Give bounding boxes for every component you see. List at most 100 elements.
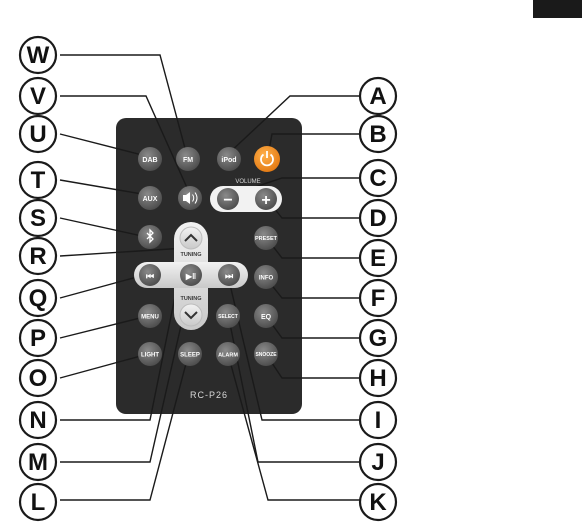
callout-u: U [18,114,58,154]
svg-text:B: B [369,121,386,148]
svg-text:T: T [31,167,46,194]
bluetooth-icon [146,228,154,244]
svg-text:J: J [371,449,384,476]
callout-d: D [358,198,398,238]
plus-icon: + [261,192,270,209]
svg-text:INFO: INFO [259,276,274,282]
callout-w: W [18,35,58,75]
volume-label: VOLUME [235,179,260,185]
svg-text:FM: FM [183,157,193,164]
svg-text:I: I [375,407,382,434]
svg-text:M: M [28,449,48,476]
svg-text:P: P [30,325,46,352]
callout-a: A [358,76,398,116]
volume-rocker: − + [210,186,282,212]
previous-button[interactable]: ⏮ [139,264,161,286]
svg-text:R: R [29,243,46,270]
speaker-mute-icon [183,192,198,204]
svg-text:AUX: AUX [143,196,158,203]
callout-t: T [18,160,58,200]
svg-text:SELECT: SELECT [218,314,238,320]
mute-button[interactable] [178,186,202,210]
svg-text:LIGHT: LIGHT [141,353,159,359]
eq-button[interactable]: EQ [254,304,278,328]
svg-text:PRESET: PRESET [255,236,278,242]
tuning-label-top: TUNING [180,252,201,258]
svg-text:C: C [369,165,386,192]
preset-button[interactable]: PRESET [254,226,278,250]
svg-text:ALARM: ALARM [218,353,238,359]
svg-text:SNOOZE: SNOOZE [255,352,277,358]
callout-c: C [358,158,398,198]
callout-b: B [358,114,398,154]
callout-j: J [358,442,398,482]
skip-back-icon: ⏮ [146,271,154,281]
svg-text:MENU: MENU [141,315,159,321]
menu-button[interactable]: MENU [138,304,162,328]
callouts-right: A B C D E F G H I J K [358,76,398,522]
power-icon [260,151,274,167]
callout-p: P [18,318,58,358]
callout-e: E [358,238,398,278]
minus-icon: − [223,192,232,209]
volume-down-button[interactable]: − [217,188,239,210]
svg-text:A: A [369,83,386,110]
tuning-label-bottom: TUNING [180,296,201,302]
svg-text:O: O [29,365,48,392]
callout-i: I [358,400,398,440]
svg-text:G: G [369,325,388,352]
svg-text:F: F [371,285,386,312]
callouts-left: W V U T S R Q P O N M L [18,35,58,522]
skip-forward-icon: ⏭ [225,271,234,281]
svg-text:N: N [29,407,46,434]
callout-l: L [18,482,58,522]
callout-k: K [358,482,398,522]
svg-text:D: D [369,205,386,232]
callout-r: R [18,236,58,276]
callout-h: H [358,358,398,398]
callout-v: V [18,76,58,116]
svg-text:SLEEP: SLEEP [180,353,200,359]
svg-text:W: W [27,42,50,69]
svg-text:iPod: iPod [221,157,236,164]
navigation-pad: TUNING ⏮ ▶‖ ⏭ TUNING [134,222,248,330]
svg-text:EQ: EQ [261,314,272,321]
info-button[interactable]: INFO [254,265,278,289]
svg-text:E: E [370,245,386,272]
alarm-button[interactable]: ALARM [216,342,240,366]
callout-f: F [358,278,398,318]
svg-text:Q: Q [29,285,48,312]
play-pause-icon: ▶‖ [185,272,196,281]
power-button[interactable] [254,146,280,172]
play-pause-button[interactable]: ▶‖ [180,264,202,286]
aux-button[interactable]: AUX [138,186,162,210]
snooze-button[interactable]: SNOOZE [254,342,278,366]
svg-text:H: H [369,365,386,392]
callout-n: N [18,400,58,440]
svg-text:K: K [369,489,387,516]
svg-text:V: V [30,83,46,110]
svg-text:U: U [29,121,46,148]
sleep-button[interactable]: SLEEP [178,342,202,366]
corner-tab [533,0,582,18]
svg-text:L: L [31,489,46,516]
callout-s: S [18,198,58,238]
light-button[interactable]: LIGHT [138,342,162,366]
svg-text:DAB: DAB [142,157,157,164]
svg-text:S: S [30,205,46,232]
callout-q: Q [18,278,58,318]
next-button[interactable]: ⏭ [218,264,240,286]
model-label: RC-P26 [190,390,228,400]
callout-o: O [18,358,58,398]
fm-button[interactable]: FM [176,147,200,171]
callout-m: M [18,442,58,482]
tuning-down-button[interactable] [179,303,203,327]
callout-g: G [358,318,398,358]
tuning-up-button[interactable] [179,226,203,250]
volume-up-button[interactable]: + [255,188,277,210]
bluetooth-button[interactable] [138,225,162,249]
select-button[interactable]: SELECT [216,304,240,328]
ipod-button[interactable]: iPod [217,147,241,171]
dab-button[interactable]: DAB [138,147,162,171]
